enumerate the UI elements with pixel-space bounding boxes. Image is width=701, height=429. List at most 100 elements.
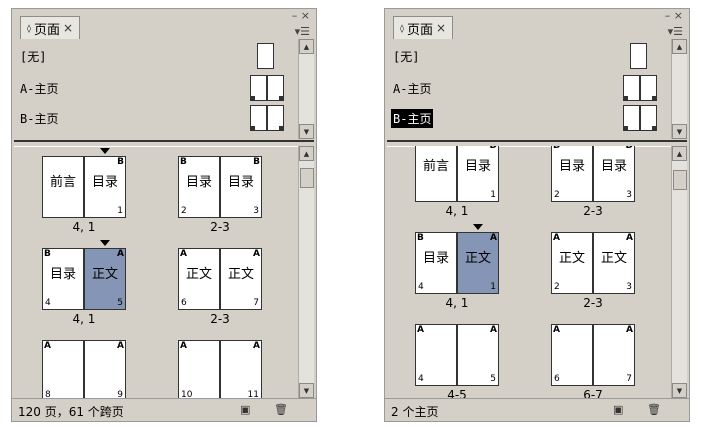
master-row-none[interactable]: [无] (18, 41, 298, 71)
scroll-down-icon[interactable]: ▼ (672, 383, 687, 398)
masters-scrollbar[interactable]: ▲ ▼ (298, 39, 314, 139)
page-label: 目录 (185, 175, 212, 190)
window-controls: – × (665, 9, 683, 22)
master-row-a[interactable]: A-主页 (391, 73, 671, 103)
page-number: 10 (181, 390, 193, 398)
page-number: 1 (490, 190, 496, 200)
master-row-a[interactable]: A-主页 (18, 73, 298, 103)
panel-menu-icon[interactable]: ▾☰ (667, 25, 683, 38)
master-thumbnail[interactable] (257, 43, 274, 69)
masters-scrollbar[interactable]: ▲ ▼ (671, 39, 687, 139)
page-number: 2 (554, 190, 560, 200)
tab-pages[interactable]: ◊ 页面 × (20, 16, 81, 39)
section-divider[interactable] (14, 140, 314, 147)
tab-pages[interactable]: ◊ 页面 × (393, 16, 454, 39)
scroll-thumb[interactable] (673, 170, 687, 190)
scroll-thumb[interactable] (300, 168, 314, 188)
master-thumbnail[interactable] (630, 43, 647, 69)
pages-panel-right: ◊ 页面 × – × ▾☰ [无] A-主页 B-主页 (384, 8, 690, 422)
minimize-icon[interactable]: – (291, 9, 298, 22)
scroll-down-icon[interactable]: ▼ (299, 383, 314, 398)
scroll-up-icon[interactable]: ▲ (672, 146, 687, 161)
section-divider[interactable] (387, 140, 687, 147)
page-label: 正文 (558, 251, 585, 266)
master-prefix: A (553, 233, 560, 243)
master-row-b[interactable]: B-主页 (391, 103, 671, 133)
new-page-icon[interactable]: ▣ (613, 403, 624, 416)
pages-scrollbar[interactable]: ▲ ▼ (298, 146, 314, 398)
spread-caption: 2-3 (210, 312, 230, 326)
tab-close-icon[interactable]: × (62, 21, 74, 35)
panel-menu-icon[interactable]: ▾☰ (294, 25, 310, 38)
master-row-none[interactable]: [无] (391, 41, 671, 71)
tab-close-icon[interactable]: × (435, 21, 447, 35)
master-row-b[interactable]: B-主页 (18, 103, 298, 133)
scroll-down-icon[interactable]: ▼ (672, 124, 687, 139)
scroll-down-icon[interactable]: ▼ (299, 124, 314, 139)
master-prefix: A (490, 325, 497, 335)
page-label: 正文 (91, 267, 118, 282)
page-thumbnail[interactable]: 前言 (42, 156, 84, 218)
new-page-icon[interactable]: ▣ (240, 403, 251, 416)
close-icon[interactable]: × (673, 9, 683, 22)
page-thumbnail[interactable]: 前言 (415, 146, 457, 202)
master-thumbnail[interactable] (623, 75, 657, 101)
trash-icon[interactable]: 🗑 (274, 403, 288, 416)
status-text: 120 页，61 个跨页 (18, 405, 124, 419)
master-prefix: A (44, 341, 51, 351)
master-thumbnail[interactable] (250, 75, 284, 101)
close-icon[interactable]: × (300, 9, 310, 22)
page-number: 1 (117, 206, 123, 216)
scroll-up-icon[interactable]: ▲ (299, 146, 314, 161)
page-number: 6 (554, 374, 560, 384)
page-number: 4 (418, 374, 424, 384)
master-thumbnail[interactable] (623, 105, 657, 131)
master-thumbnail[interactable] (250, 105, 284, 131)
page-label: 正文 (600, 251, 627, 266)
master-prefix: A (626, 325, 633, 335)
pages-scrollbar[interactable]: ▲ ▼ (671, 146, 687, 398)
master-prefix: B (117, 157, 124, 167)
scroll-up-icon[interactable]: ▲ (299, 39, 314, 54)
scroll-up-icon[interactable]: ▲ (672, 39, 687, 54)
master-page (623, 105, 640, 131)
minimize-icon[interactable]: – (664, 9, 671, 22)
tab-handle-icon: ◊ (400, 23, 404, 33)
trash-icon[interactable]: 🗑 (647, 403, 661, 416)
